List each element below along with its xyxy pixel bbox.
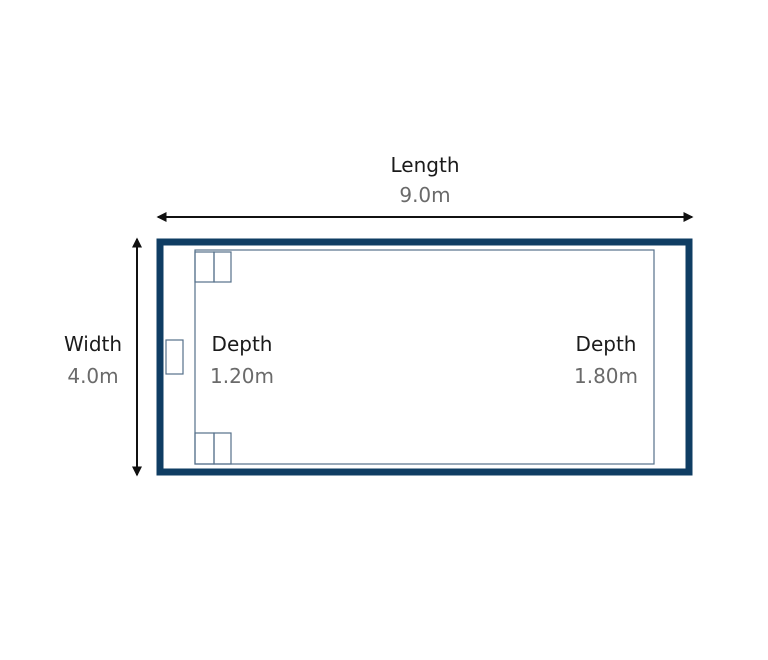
shallow-depth-label: Depth	[211, 332, 273, 356]
shallow-depth-value: 1.20m	[209, 364, 275, 388]
deep-depth-value: 1.80m	[573, 364, 639, 388]
pool-step-bottom-2	[213, 432, 232, 465]
width-value: 4.0m	[67, 364, 119, 388]
width-label: Width	[63, 332, 123, 356]
deep-depth-label: Depth	[575, 332, 637, 356]
pool-side-fixture	[165, 339, 184, 375]
pool-step-top-2	[213, 251, 232, 283]
pool-water-area	[194, 249, 655, 465]
length-value: 9.0m	[399, 183, 451, 207]
length-label: Length	[390, 153, 460, 177]
pool-outer-border	[156, 238, 693, 476]
